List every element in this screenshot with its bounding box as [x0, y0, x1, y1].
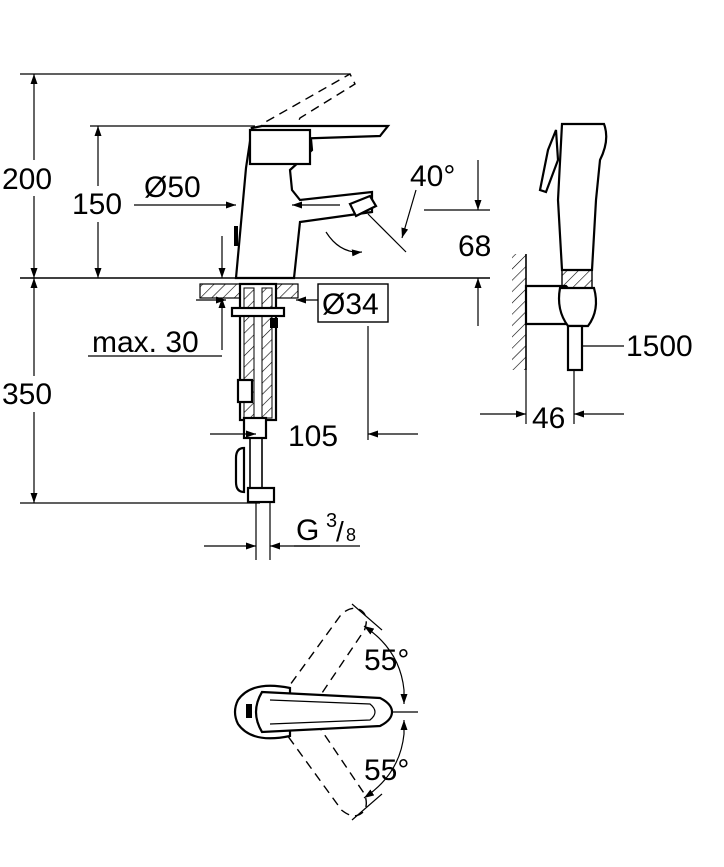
- lever-rotated-left: [272, 607, 368, 727]
- lever-rotated-right: [272, 697, 368, 817]
- lever-angle-label: 40°: [410, 160, 455, 193]
- below-deck-length-label: 350: [2, 378, 52, 411]
- hose-weight: [234, 446, 246, 494]
- rotation-extension-upper: [351, 603, 383, 631]
- hose-segment: [566, 324, 584, 372]
- tap-top-view: 55° 55°: [233, 603, 418, 821]
- handshower-side-view: 1500 46: [480, 122, 693, 435]
- handshower-head: [556, 122, 608, 272]
- handshower-width-label: 46: [532, 402, 565, 435]
- cartridge-block: [248, 128, 312, 166]
- lever-angle-arrow: [401, 189, 417, 239]
- handshower-hose-connector: [557, 286, 598, 328]
- thread-fraction-slash: /: [336, 516, 344, 547]
- deck-thickness-label: max. 30: [92, 326, 199, 359]
- hose-length-label: 1500: [626, 330, 693, 363]
- fixing-nut: [230, 306, 286, 318]
- lever-top-inner: [269, 699, 376, 725]
- handshower-grip: [561, 269, 593, 289]
- hose-clip: [236, 378, 254, 404]
- rotation-right-label: 55°: [364, 754, 409, 787]
- fixing-screw: [270, 318, 278, 328]
- tap-side-view: 200 150 350 Ø50 40° 68: [0, 73, 491, 560]
- rotation-extension-lower: [351, 793, 383, 821]
- spout-aerator: [348, 194, 378, 218]
- spout-height-label: 150: [72, 188, 122, 221]
- spout-reach-label: 105: [288, 420, 338, 453]
- lever-angle-line: [367, 213, 407, 253]
- spout-offset-label: 68: [458, 230, 491, 263]
- hole-diameter-label: Ø34: [322, 288, 379, 321]
- thread-fraction-numerator: 3: [326, 510, 337, 532]
- lever-angle-arc: [325, 231, 363, 257]
- body-diameter-label: Ø50: [144, 171, 201, 204]
- connection-piece: [242, 416, 268, 440]
- thread-fraction-denominator: 8: [346, 525, 356, 545]
- handshower-trigger: [538, 129, 560, 194]
- hole-diameter-box: [317, 283, 389, 323]
- rotation-arc-upper: [363, 625, 405, 691]
- thread-label: G: [296, 514, 319, 547]
- rotation-arc-lower: [363, 733, 405, 799]
- overall-height-label: 200: [2, 163, 52, 196]
- lever-indicator: [246, 704, 252, 718]
- wall-hatch: [512, 254, 526, 370]
- lever-top: [254, 690, 394, 734]
- rotation-left-label: 55°: [364, 644, 409, 677]
- supply-nut: [246, 486, 276, 504]
